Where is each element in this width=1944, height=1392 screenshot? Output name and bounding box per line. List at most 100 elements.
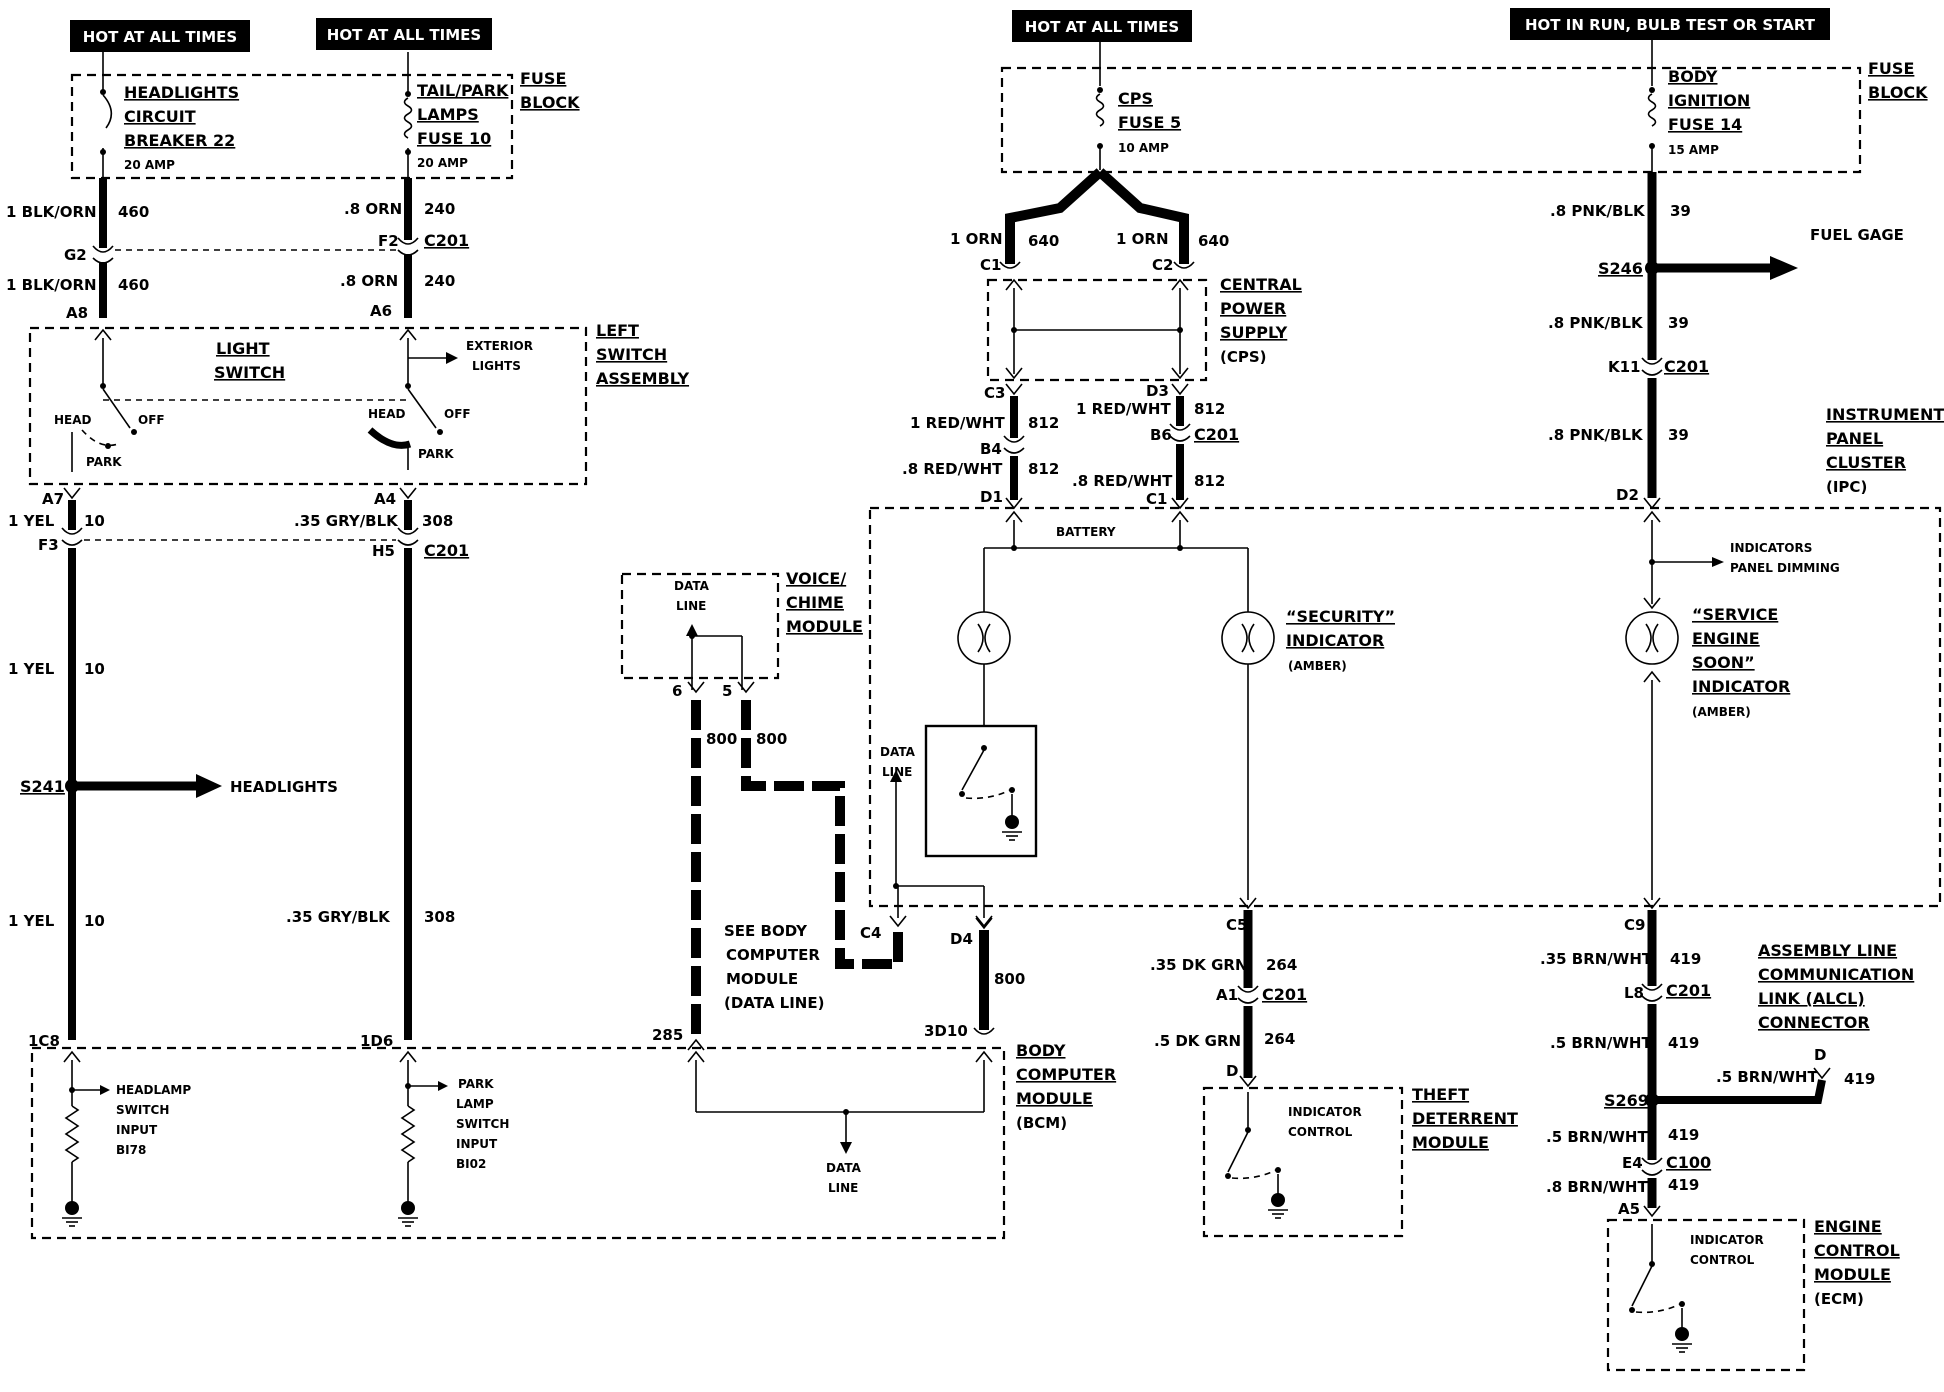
ecm-indicator-control-1: INDICATOR <box>1690 1233 1764 1247</box>
cps-label-1: CPS <box>1118 89 1153 108</box>
wire-800-b <box>737 681 903 969</box>
pin-6: 6 <box>672 682 682 700</box>
wire-812-number-3: 812 <box>1194 400 1225 418</box>
left-switch-assembly-box <box>28 326 588 486</box>
fuse-label-3: FUSE 10 <box>417 129 491 148</box>
park-label-1: PARK <box>86 455 122 469</box>
connector-k11: K11 <box>1608 358 1641 376</box>
wire-240-color-2: .8 ORN <box>340 272 398 290</box>
wire-640-color-2: 1 ORN <box>1116 230 1169 248</box>
wire-308-color-2: .35 GRY/BLK <box>286 908 391 926</box>
see-bcm-2: COMPUTER <box>726 946 820 964</box>
connector-c201-e: C201 <box>1262 985 1307 1004</box>
ipc-label-2: PANEL <box>1826 429 1883 448</box>
wire-240-number-2: 240 <box>424 272 455 290</box>
connector-a1: A1 <box>1216 986 1238 1004</box>
voice-label-1: VOICE/ <box>786 569 846 588</box>
header-hot-at-all-times-1: HOT AT ALL TIMES <box>70 20 250 52</box>
connector-g2: G2 <box>64 246 87 264</box>
ps-input-5: BI02 <box>456 1157 486 1171</box>
cps-box-label-2: POWER <box>1220 299 1286 318</box>
ipc-data-line-icon <box>889 770 993 927</box>
head-label-2: HEAD <box>368 407 406 421</box>
wire-812-number-2: 812 <box>1028 460 1059 478</box>
svg-text:HOT AT ALL TIMES: HOT AT ALL TIMES <box>83 28 237 46</box>
fuse-block-right-box <box>1000 66 1862 174</box>
headlamp-switch-icon <box>71 338 408 472</box>
connector-f3: F3 <box>38 536 59 554</box>
ign-label-1: BODY <box>1668 67 1718 86</box>
wire-39-number-2: 39 <box>1668 314 1689 332</box>
ign-label-3: FUSE 14 <box>1668 115 1742 134</box>
ps-input-3: SWITCH <box>456 1117 509 1131</box>
wire-460-number: 460 <box>118 203 149 221</box>
park-lamp-switch-input-icon <box>397 1051 448 1227</box>
svg-text:HOT AT ALL TIMES: HOT AT ALL TIMES <box>1025 18 1179 36</box>
ipc-internal-switch-icon <box>924 724 1038 858</box>
pin-5: 5 <box>722 682 732 700</box>
fuel-gage-destination: FUEL GAGE <box>1810 226 1904 244</box>
wire-419-color-3: .5 BRN/WHT <box>1716 1068 1818 1086</box>
security-label-3: (AMBER) <box>1288 659 1347 673</box>
svg-text:HOT IN RUN, BULB TEST OR START: HOT IN RUN, BULB TEST OR START <box>1525 16 1816 34</box>
cps-internal-icon <box>1005 279 1189 379</box>
wire-39-color-1: .8 PNK/BLK <box>1550 202 1646 220</box>
wire-10-number: 10 <box>84 512 105 530</box>
wire-10 <box>61 487 222 1040</box>
connector-e4: E4 <box>1622 1154 1643 1172</box>
hs-input-3: INPUT <box>116 1123 158 1137</box>
indicator-bulb-icon-1 <box>957 604 1011 726</box>
see-bcm-4: (DATA LINE) <box>724 994 824 1012</box>
ipc-label-1: INSTRUMENT <box>1826 405 1944 424</box>
connector-d-tdm: D <box>1226 1062 1238 1080</box>
connector-d2: D2 <box>1616 486 1639 504</box>
wire-39-color-2: .8 PNK/BLK <box>1548 314 1644 332</box>
wire-240-color: .8 ORN <box>344 200 402 218</box>
connector-c1-top: C1 <box>980 256 1001 274</box>
voice-label-2: CHIME <box>786 593 844 612</box>
connector-b4: B4 <box>980 440 1002 458</box>
fuse-label-1: TAIL/PARK <box>417 81 509 100</box>
fuse-block-left-label-2: BLOCK <box>520 93 580 112</box>
fuse-label-2: LAMPS <box>417 105 479 124</box>
ecm-label-4: (ECM) <box>1814 1290 1864 1308</box>
wire-419-number-2: 419 <box>1668 1034 1699 1052</box>
connector-d4: D4 <box>950 930 973 948</box>
connector-c201-a: C201 <box>424 231 469 250</box>
connector-c9: C9 <box>1624 916 1645 934</box>
ecm-label-3: MODULE <box>1814 1265 1891 1284</box>
connector-1c8: 1C8 <box>28 1032 60 1050</box>
wire-10-color-3: 1 YEL <box>8 912 55 930</box>
wire-240-number: 240 <box>424 200 455 218</box>
left-switch-label-1: LEFT <box>596 321 639 340</box>
voice-data-line-2: LINE <box>676 599 706 613</box>
connector-b6: B6 <box>1150 426 1172 444</box>
connector-c201-c: C201 <box>1194 425 1239 444</box>
connector-a6: A6 <box>370 302 392 320</box>
fuse-block-right-label: FUSE <box>1868 59 1914 78</box>
header-hot-at-all-times-2: HOT AT ALL TIMES <box>316 18 492 50</box>
header-hot-in-run: HOT IN RUN, BULB TEST OR START <box>1510 8 1830 40</box>
wire-460-color: 1 BLK/ORN <box>6 203 97 221</box>
connector-f2: F2 <box>378 232 399 250</box>
wire-460 <box>92 178 114 318</box>
wire-419-color-2: .5 BRN/WHT <box>1550 1034 1652 1052</box>
wire-264-color-2: .5 DK GRN <box>1154 1032 1241 1050</box>
ign-label-2: IGNITION <box>1668 91 1750 110</box>
ps-input-1: PARK <box>458 1077 494 1091</box>
connector-c5: C5 <box>1226 916 1247 934</box>
ps-input-4: INPUT <box>456 1137 498 1151</box>
headlights-destination: HEADLIGHTS <box>230 778 338 796</box>
wire-308-number: 308 <box>422 512 453 530</box>
wire-640-number-1: 640 <box>1028 232 1059 250</box>
wire-812-color-4: .8 RED/WHT <box>1072 472 1173 490</box>
security-indicator-bulb-icon <box>1221 604 1275 909</box>
central-power-supply-box <box>986 278 1208 382</box>
wire-812-color-2: .8 RED/WHT <box>902 460 1003 478</box>
wire-308 <box>397 487 419 1040</box>
connector-3d10: 3D10 <box>924 1022 968 1040</box>
battery-label: BATTERY <box>1056 525 1116 539</box>
wire-812-right <box>1169 383 1191 509</box>
voice-data-line-1: DATA <box>674 579 710 593</box>
light-switch-label-1: LIGHT <box>216 339 270 358</box>
